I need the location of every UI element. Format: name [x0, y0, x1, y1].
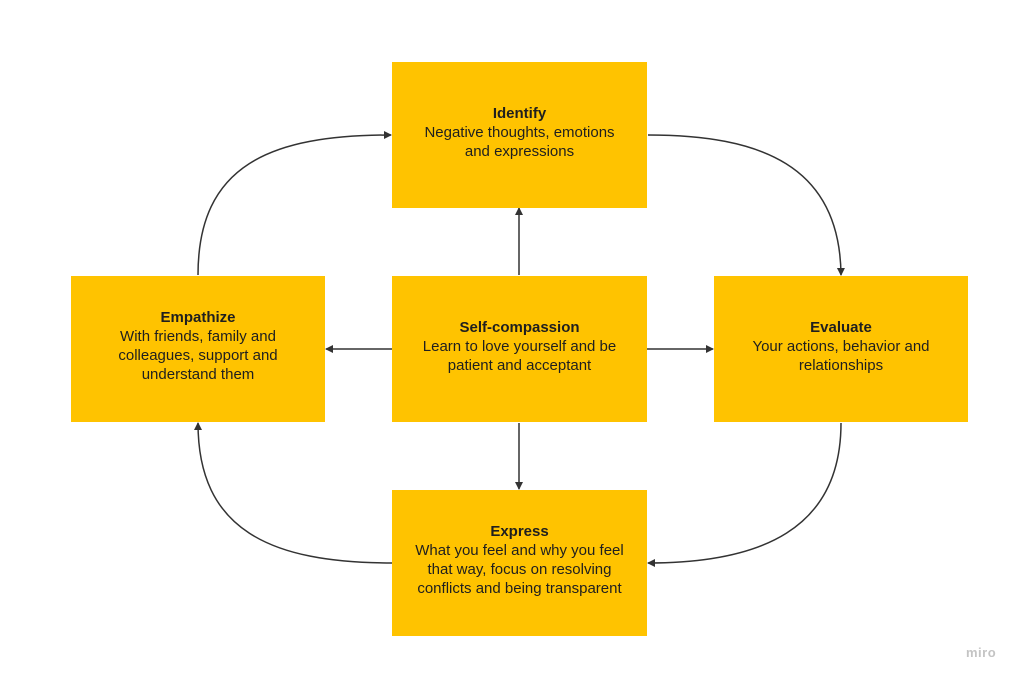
node-empathize[interactable]: Empathize With friends, family and colle… — [71, 276, 325, 422]
connector-express-to-empathize — [194, 422, 393, 564]
node-identify-description: Negative thoughts, emotions and expressi… — [424, 123, 615, 160]
miro-watermark: miro — [966, 645, 997, 660]
node-evaluate-description: Your actions, behavior and relationships — [752, 337, 930, 374]
node-evaluate-title: Evaluate — [810, 318, 872, 336]
node-self-compassion-title: Self-compassion — [459, 318, 580, 336]
node-express[interactable]: Express What you feel and why you feel t… — [392, 490, 647, 636]
node-empathize-title: Empathize — [160, 309, 236, 326]
connector-empathize-to-identify — [197, 131, 392, 276]
node-self-compassion-description: Learn to love yourself and be patient an… — [422, 337, 617, 374]
node-empathize-description: With friends, family and colleagues, sup… — [118, 328, 278, 383]
connector-evaluate-to-express — [647, 422, 842, 567]
node-self-compassion[interactable]: Self-compassion Learn to love yourself a… — [392, 276, 647, 422]
node-identify[interactable]: Identify Negative thoughts, emotions and… — [392, 62, 647, 208]
node-express-title: Express — [490, 523, 549, 540]
node-identify-title: Identify — [492, 104, 547, 122]
node-express-description: What you feel and why you feel that way,… — [415, 542, 624, 597]
connector-identify-to-evaluate — [647, 134, 845, 276]
node-evaluate[interactable]: Evaluate Your actions, behavior and rela… — [714, 276, 968, 422]
